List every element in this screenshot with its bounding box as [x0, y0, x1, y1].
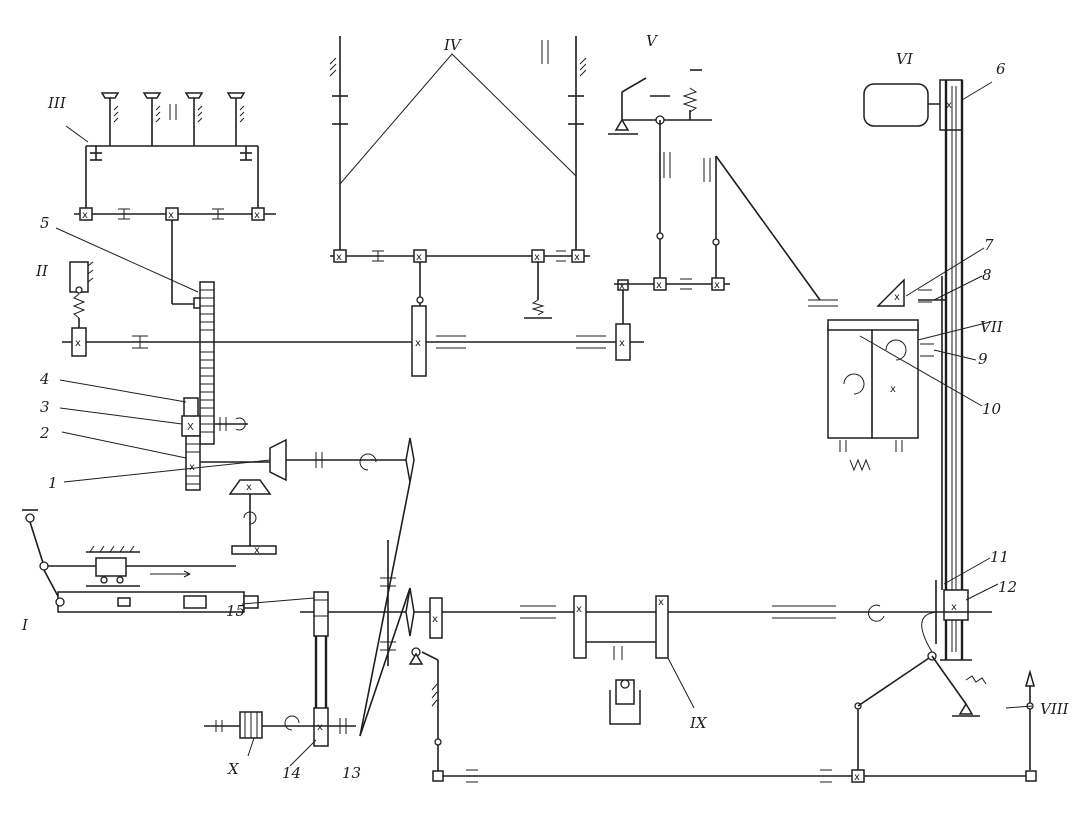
- svg-text:x: x: [189, 462, 195, 473]
- svg-text:x: x: [574, 252, 580, 263]
- svg-text:x: x: [82, 210, 88, 221]
- lower-left-drive: x: [204, 481, 442, 776]
- label-6: 6: [996, 60, 1006, 78]
- motor-VI: x: [863, 79, 963, 131]
- label-10: 10: [982, 400, 1002, 418]
- label-8: 8: [982, 266, 992, 284]
- assembly-IV: x x x x: [329, 36, 590, 319]
- svg-text:x: x: [619, 281, 625, 292]
- svg-text:x: x: [951, 602, 957, 613]
- label-9: 9: [978, 350, 988, 368]
- label-VII: VII: [980, 318, 1004, 336]
- label-12: 12: [998, 578, 1017, 596]
- gear-train-left: X x: [181, 281, 248, 491]
- svg-text:x: x: [254, 545, 260, 556]
- svg-text:x: x: [416, 252, 422, 263]
- valve-stems: [100, 92, 246, 146]
- svg-text:x: x: [534, 252, 540, 263]
- assembly-V: x x: [608, 69, 838, 307]
- svg-text:x: x: [854, 772, 860, 783]
- main-shaft-upper: x x x x: [62, 279, 644, 377]
- labels: III II IV V VI VII I IX X VIII 5 4 3 2 1…: [21, 32, 1070, 782]
- label-2: 2: [39, 424, 50, 442]
- svg-text:x: x: [890, 384, 896, 395]
- vertical-belt-drive: x: [935, 80, 972, 661]
- label-7: 7: [984, 236, 994, 254]
- label-15: 15: [226, 602, 245, 620]
- assembly-II: [69, 261, 94, 328]
- label-VIII: VIII: [1040, 700, 1070, 718]
- label-4: 4: [39, 370, 50, 388]
- svg-text:x: x: [432, 614, 438, 625]
- leader-lines: [55, 81, 1033, 767]
- label-11: 11: [990, 548, 1009, 566]
- label-II: II: [35, 262, 49, 280]
- svg-text:x: x: [246, 482, 252, 493]
- svg-text:x: x: [254, 210, 260, 221]
- label-5: 5: [40, 214, 50, 232]
- label-IX: IX: [689, 714, 708, 732]
- bottom-linkage: x: [432, 611, 1037, 783]
- label-1: 1: [48, 474, 58, 492]
- label-I: I: [21, 616, 29, 634]
- svg-text:x: x: [75, 338, 81, 349]
- label-IV: IV: [443, 36, 463, 54]
- bevel-drive: x x: [200, 437, 415, 556]
- label-III: III: [47, 94, 67, 112]
- svg-text:x: x: [714, 280, 720, 291]
- label-14: 14: [282, 764, 301, 782]
- svg-text:x: x: [658, 597, 664, 608]
- svg-text:x: x: [656, 280, 662, 291]
- main-shaft-lower: x x x: [300, 587, 992, 725]
- assembly-I: [22, 509, 259, 613]
- label-V: V: [646, 32, 659, 50]
- svg-text:x: x: [576, 604, 582, 615]
- svg-text:x: x: [946, 100, 952, 111]
- label-X: X: [227, 760, 240, 778]
- svg-text:X: X: [187, 422, 194, 433]
- label-VI: VI: [896, 50, 914, 68]
- label-13: 13: [342, 764, 361, 782]
- svg-text:x: x: [894, 292, 900, 303]
- gearbox-VII: x x: [827, 278, 946, 472]
- svg-text:x: x: [336, 252, 342, 263]
- label-3: 3: [40, 398, 50, 416]
- svg-text:x: x: [317, 722, 323, 733]
- svg-text:x: x: [619, 338, 625, 349]
- svg-text:x: x: [415, 338, 421, 349]
- svg-text:x: x: [168, 210, 174, 221]
